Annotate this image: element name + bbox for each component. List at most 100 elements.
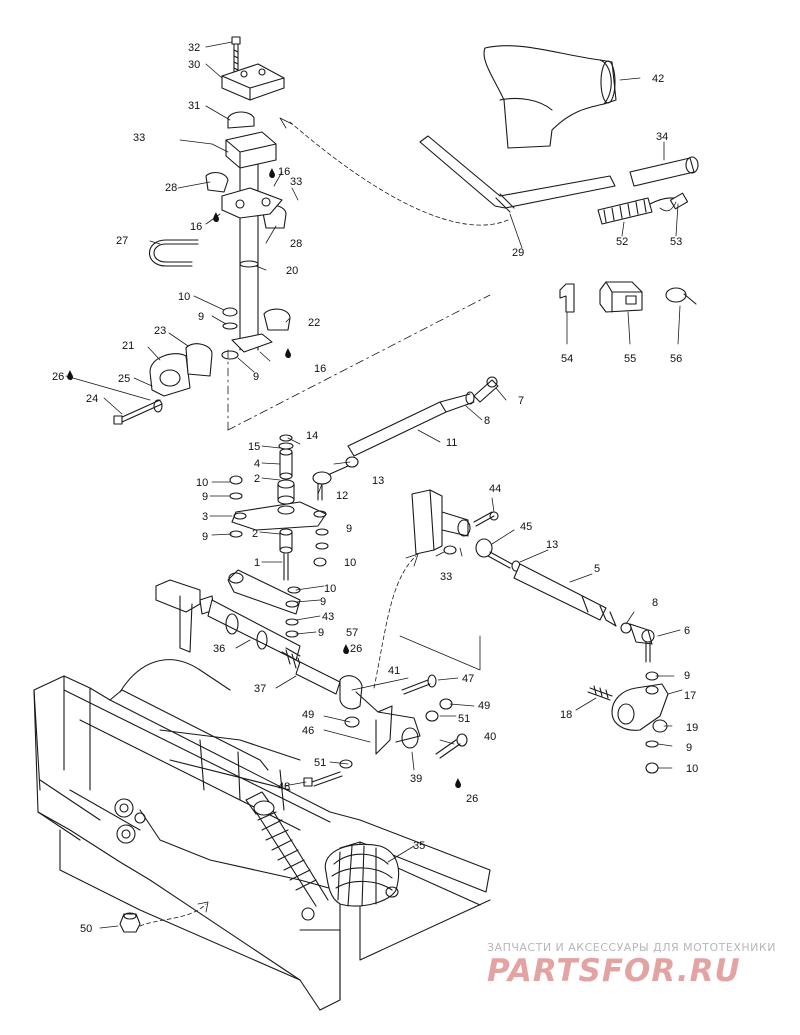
part-label-9: 9 bbox=[253, 371, 259, 383]
steering-spring bbox=[281, 647, 341, 695]
part-label-7: 7 bbox=[518, 395, 524, 407]
column-bushing-left bbox=[205, 171, 229, 193]
part-label-9: 9 bbox=[318, 627, 324, 639]
part-label-33: 33 bbox=[133, 132, 145, 144]
part-label-34: 34 bbox=[656, 131, 668, 143]
pivot-lower bbox=[279, 528, 293, 581]
handlebar bbox=[419, 135, 616, 213]
part-label-25: 25 bbox=[118, 373, 130, 385]
part-label-31: 31 bbox=[188, 100, 200, 112]
part-label-39: 39 bbox=[410, 773, 422, 785]
part-label-44: 44 bbox=[489, 483, 501, 495]
bolt-44 bbox=[473, 511, 499, 527]
bolt-24 bbox=[113, 399, 163, 425]
part-label-40: 40 bbox=[484, 731, 496, 743]
part-labels: 32 30 31 33 28 16 33 16 28 27 20 10 9 22… bbox=[52, 42, 698, 935]
assembly-arrows bbox=[139, 117, 677, 927]
part-label-8: 8 bbox=[484, 415, 490, 427]
connector-housing bbox=[599, 281, 643, 313]
handlebar-cover bbox=[483, 45, 617, 149]
column-lower-plate bbox=[231, 333, 273, 353]
part-label-17: 17 bbox=[684, 690, 696, 702]
part-label-20: 20 bbox=[286, 265, 298, 277]
part-label-9: 9 bbox=[346, 523, 352, 535]
part-label-45: 45 bbox=[520, 521, 532, 533]
arm-washers bbox=[229, 475, 329, 567]
rod-end-6 bbox=[620, 622, 655, 663]
bolt-40 bbox=[435, 733, 468, 759]
part-label-11: 11 bbox=[446, 437, 457, 449]
part-label-21: 21 bbox=[122, 340, 134, 352]
part-label-32: 32 bbox=[188, 42, 200, 54]
part-label-1: 1 bbox=[254, 557, 260, 569]
part-label-19: 19 bbox=[686, 722, 698, 734]
part-label-30: 30 bbox=[188, 59, 200, 71]
handlebar-clamp-top bbox=[221, 63, 285, 101]
part-label-14: 14 bbox=[306, 430, 318, 442]
part-label-28: 28 bbox=[165, 182, 177, 194]
part-label-51: 51 bbox=[314, 757, 326, 769]
part-label-46: 46 bbox=[302, 725, 314, 737]
part-label-23: 23 bbox=[154, 325, 166, 337]
part-label-24: 24 bbox=[86, 393, 98, 405]
part-label-6: 6 bbox=[684, 625, 690, 637]
part-label-10: 10 bbox=[324, 583, 336, 595]
tie-rod-upper bbox=[347, 376, 499, 457]
nut-washer-19 bbox=[645, 719, 668, 774]
part-label-10: 10 bbox=[344, 557, 356, 569]
part-label-49: 49 bbox=[302, 709, 314, 721]
part-label-9: 9 bbox=[202, 491, 208, 503]
shock-absorber bbox=[253, 800, 329, 907]
part-label-54: 54 bbox=[561, 353, 573, 365]
connector-clip bbox=[559, 283, 575, 313]
column-bushing-lower bbox=[263, 308, 291, 331]
part-label-9: 9 bbox=[320, 596, 326, 608]
part-label-9: 9 bbox=[686, 742, 692, 754]
part-label-13: 13 bbox=[546, 539, 558, 551]
part-label-47: 47 bbox=[462, 673, 474, 685]
part-label-22: 22 bbox=[308, 317, 320, 329]
part-label-2: 2 bbox=[252, 528, 258, 540]
part-label-18: 18 bbox=[560, 709, 572, 721]
part-label-4: 4 bbox=[254, 458, 260, 470]
part-label-33: 33 bbox=[440, 571, 452, 583]
part-label-29: 29 bbox=[512, 247, 524, 259]
part-label-43: 43 bbox=[322, 611, 334, 623]
part-label-37: 37 bbox=[254, 683, 266, 695]
part-label-55: 55 bbox=[624, 353, 636, 365]
handlebar-clamp-mid bbox=[227, 111, 255, 129]
part-label-42: 42 bbox=[652, 73, 664, 85]
part-label-16: 16 bbox=[190, 221, 202, 233]
part-label-26: 26 bbox=[466, 793, 478, 805]
part-label-9: 9 bbox=[198, 311, 204, 323]
nuts-49-51 bbox=[344, 698, 453, 728]
part-label-52: 52 bbox=[616, 236, 628, 248]
part-label-26: 26 bbox=[350, 643, 362, 655]
part-label-12: 12 bbox=[336, 490, 348, 502]
loctite-drops bbox=[67, 168, 461, 789]
bracket-33 bbox=[411, 489, 471, 555]
part-label-35: 35 bbox=[413, 840, 425, 852]
part-label-10: 10 bbox=[196, 477, 208, 489]
part-label-13: 13 bbox=[372, 475, 384, 487]
part-label-9: 9 bbox=[202, 531, 208, 543]
chassis-frame bbox=[33, 659, 491, 1011]
watermark-tagline: ЗАПЧАСТИ И АКСЕССУАРЫ ДЛЯ МОТОТЕХНИКИ bbox=[487, 941, 776, 954]
part-label-26: 26 bbox=[52, 371, 64, 383]
part-label-51: 51 bbox=[458, 713, 470, 725]
pivot-arm-3 bbox=[231, 501, 327, 531]
steering-arm-17 bbox=[611, 671, 669, 731]
column-top-bracket bbox=[225, 131, 277, 169]
part-label-33: 33 bbox=[290, 176, 302, 188]
part-label-53: 53 bbox=[670, 236, 682, 248]
column-support bbox=[221, 187, 283, 219]
cap-nut bbox=[119, 912, 141, 933]
bolt-18 bbox=[587, 685, 613, 701]
part-label-16: 16 bbox=[314, 363, 326, 375]
leader-lines bbox=[65, 41, 683, 929]
u-bolt bbox=[149, 239, 199, 267]
part-label-3: 3 bbox=[202, 511, 208, 523]
part-label-10: 10 bbox=[686, 763, 698, 775]
column-washers bbox=[221, 307, 239, 360]
part-label-10: 10 bbox=[178, 291, 190, 303]
